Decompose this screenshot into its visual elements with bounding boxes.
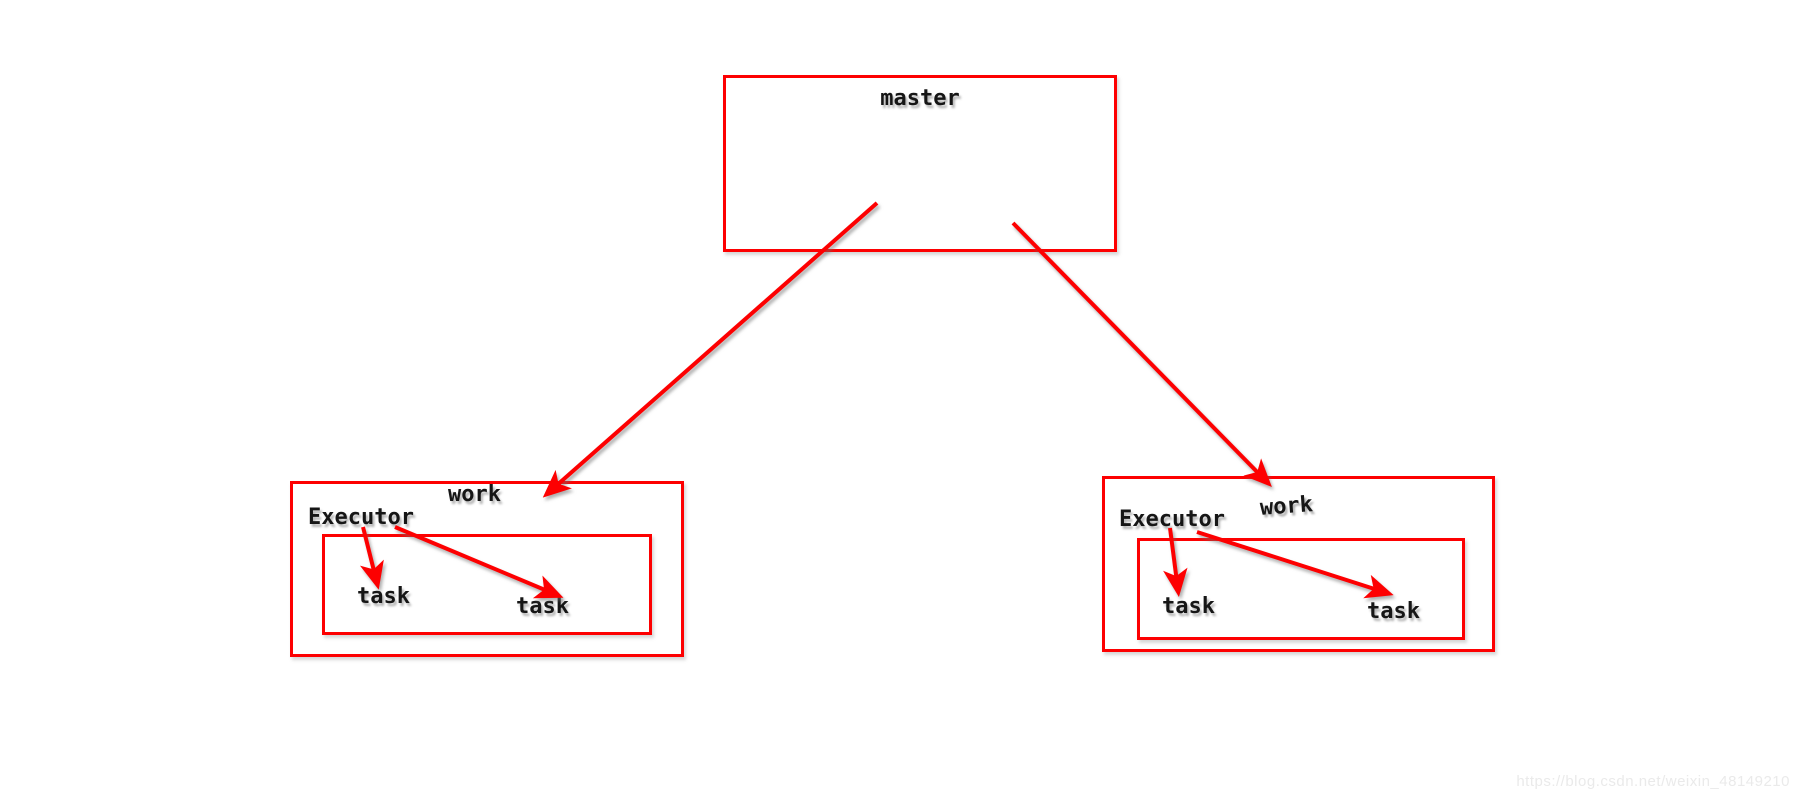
arrow-master-to-work2	[1011, 221, 1272, 487]
executor-label-right: Executor	[1119, 507, 1225, 532]
task-label-right-1: task	[1162, 594, 1215, 619]
work-box-right	[1102, 476, 1495, 652]
work-label-right: work	[1259, 492, 1314, 521]
master-box	[723, 75, 1117, 252]
master-label: master	[880, 86, 960, 111]
task-label-left-1: task	[357, 584, 410, 609]
work-label-left: work	[448, 482, 501, 507]
work-box-left	[290, 481, 684, 657]
task-container-right	[1137, 538, 1465, 640]
watermark-text: https://blog.csdn.net/weixin_48149210	[1516, 773, 1790, 790]
task-label-right-2: task	[1367, 599, 1420, 624]
task-label-left-2: task	[516, 594, 569, 619]
executor-label-left: Executor	[308, 505, 414, 530]
